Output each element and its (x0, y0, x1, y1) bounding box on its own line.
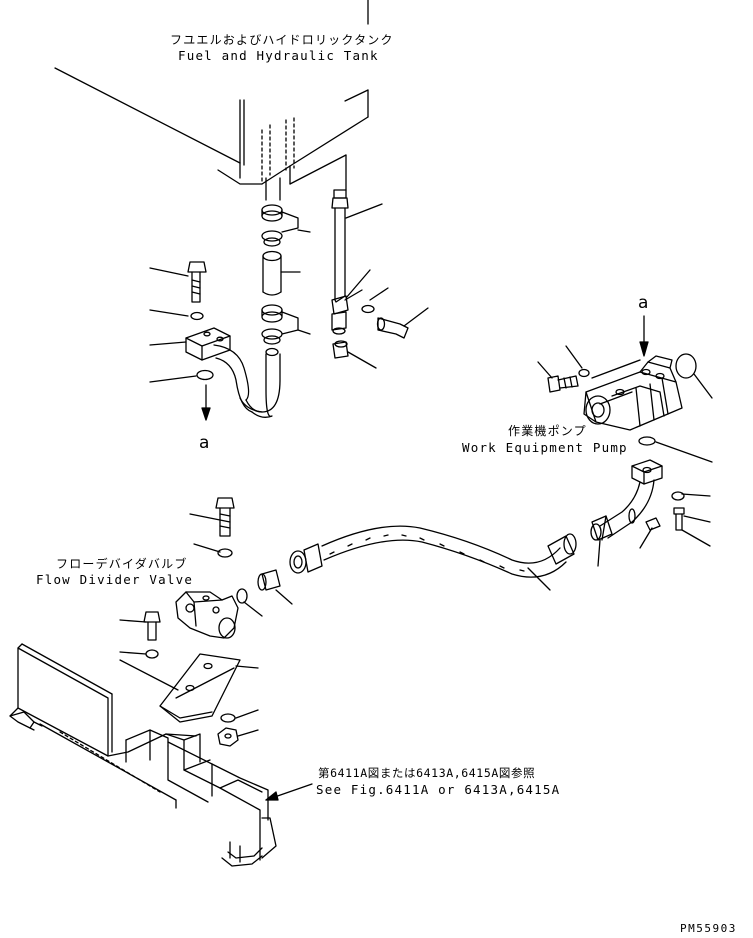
valve-washer-top (218, 549, 232, 557)
delivery-pipe (591, 460, 662, 540)
pump-o-ring-bottom (639, 437, 655, 445)
hydraulic-tank (55, 68, 368, 190)
suction-pipe (186, 328, 280, 417)
leader-lines-bracket (120, 660, 258, 690)
callout-a-top: a (638, 293, 649, 313)
drain-bolt (378, 318, 409, 338)
flange-washer (191, 313, 203, 320)
pump-bolt (548, 376, 578, 392)
divider-label-en: Flow Divider Valve (36, 572, 194, 587)
mounting-bracket (160, 654, 240, 722)
delivery-washer (672, 492, 684, 500)
leader-lines-left-group (150, 268, 196, 382)
tank-label-jp: フユエルおよびハイドロリックタンク (170, 33, 394, 47)
pump-label-jp: 作業機ポンプ (508, 424, 587, 438)
o-ring-suction (197, 371, 213, 380)
delivery-bolt (674, 508, 684, 530)
valve-bolt-left (144, 612, 160, 640)
delivery-small-elbow (646, 518, 660, 530)
leader-lines-valve (120, 514, 220, 654)
leader-lines-right-group (598, 494, 710, 566)
reference-label-en: See Fig.6411A or 6413A,6415A (316, 782, 561, 797)
pump-washer (579, 370, 589, 377)
tank-label-en: Fuel and Hydraulic Tank (178, 48, 379, 63)
divider-label-jp: フローデバイダバルブ (56, 557, 188, 571)
drawing-id: PM55903 (680, 922, 737, 935)
valve-bolt-top (216, 498, 234, 536)
leader-lines-drain (346, 204, 428, 368)
flow-divider-valve (176, 592, 238, 638)
reference-label-jp: 第6411A図または6413A,6415A図参照 (318, 766, 536, 780)
pressure-hose (290, 526, 576, 577)
flange-bolt (188, 262, 206, 302)
drain-hose (332, 190, 362, 358)
work-equipment-pump (584, 356, 682, 430)
valve-washer-left (146, 650, 158, 658)
pump-label-en: Work Equipment Pump (462, 440, 628, 455)
bracket-washer (221, 714, 235, 722)
drain-washer (362, 306, 374, 313)
o-ring-divider (237, 589, 247, 603)
adapter-elbow (258, 570, 280, 590)
callout-a-left: a (199, 433, 210, 453)
suction-hose-assembly (262, 178, 310, 356)
bracket-nut (218, 728, 238, 746)
pump-o-ring-top (676, 354, 696, 378)
frame-structure (10, 644, 276, 866)
